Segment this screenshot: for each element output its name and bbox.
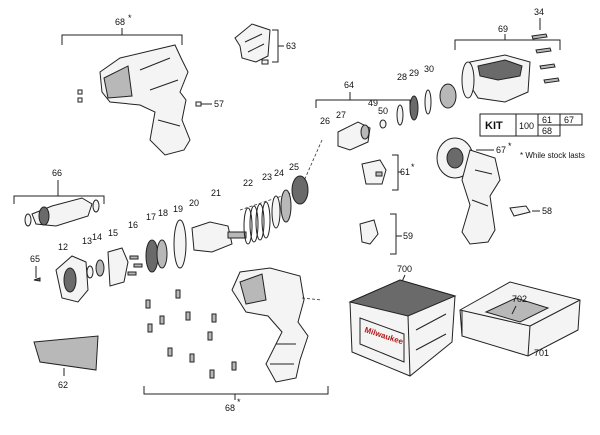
bracket-64: 64 <box>315 80 411 108</box>
bracket-69: 69 <box>454 24 561 50</box>
kit-cell-68: 68 <box>542 126 552 136</box>
bearings-13-14-15[interactable] <box>86 247 129 287</box>
washer-19[interactable] <box>173 219 187 269</box>
label-17: 17 <box>146 212 156 222</box>
label-34: 34 <box>534 7 544 17</box>
label-28: 28 <box>397 72 407 82</box>
hammer-20-21[interactable] <box>191 221 247 253</box>
label-27: 27 <box>336 110 346 120</box>
bracket-66: 66 <box>13 168 105 204</box>
spring-22[interactable] <box>243 201 271 245</box>
label-25: 25 <box>289 162 299 172</box>
case-insert-702: 702 <box>511 294 527 315</box>
asterisk-68-bottom: * <box>237 397 241 407</box>
label-24: 24 <box>274 168 284 178</box>
motor-housing-12[interactable] <box>55 255 89 303</box>
label-69: 69 <box>498 24 508 34</box>
belt-clip-63[interactable]: 63 <box>234 23 296 65</box>
kit-table: KIT 100 61 67 68 * While stock lasts <box>479 113 585 160</box>
label-50: 50 <box>378 106 388 116</box>
label-61: 61 <box>400 167 410 177</box>
kit-title: KIT <box>485 120 503 132</box>
part-65[interactable]: 65 <box>30 254 41 282</box>
washers-23-24-25[interactable] <box>271 175 309 229</box>
gears-17-18[interactable] <box>145 239 168 273</box>
label-702: 702 <box>512 294 527 304</box>
part-58[interactable]: 58 <box>509 205 552 217</box>
label-63: 63 <box>286 41 296 51</box>
spindle-66[interactable] <box>24 197 100 227</box>
label-64: 64 <box>344 80 354 90</box>
label-13: 13 <box>82 236 92 246</box>
label-15: 15 <box>108 228 118 238</box>
kit-main: 100 <box>519 121 534 131</box>
rings-28-29-30[interactable] <box>396 83 457 126</box>
screws-34[interactable]: 34 <box>531 7 560 84</box>
label-57-group: 57 <box>195 99 224 109</box>
kit-cell-61: 61 <box>542 115 552 125</box>
housing-half-right[interactable] <box>231 267 323 383</box>
screw-small <box>77 89 83 95</box>
screws-bottom <box>145 289 237 379</box>
label-49: 49 <box>368 98 378 108</box>
label-58: 58 <box>542 206 552 216</box>
label-21: 21 <box>211 188 221 198</box>
label-30: 30 <box>424 64 434 74</box>
gearcase-67[interactable]: 67 * <box>436 137 512 245</box>
part-59[interactable]: 59 <box>359 213 413 255</box>
screw-small <box>77 97 83 103</box>
label-65: 65 <box>30 254 40 264</box>
carry-case-700[interactable]: 700 Milwaukee <box>348 264 457 377</box>
label-29: 29 <box>409 68 419 78</box>
label-66: 66 <box>52 168 62 178</box>
label-57: 57 <box>214 99 224 109</box>
asterisk-61: * <box>411 162 415 172</box>
case-insert-701[interactable]: 701 <box>459 281 581 358</box>
anvil-26-27[interactable] <box>337 119 387 151</box>
label-68-top: 68 <box>115 17 125 27</box>
housing-half-left[interactable] <box>77 44 191 156</box>
kit-cell-67: 67 <box>564 115 574 125</box>
switch-61[interactable]: 61 * <box>361 154 415 191</box>
label-26: 26 <box>320 116 330 126</box>
label-12: 12 <box>58 242 68 252</box>
part-labels-mid: 12 13 14 15 16 17 18 19 20 21 22 23 24 2… <box>58 162 299 252</box>
label-14: 14 <box>92 232 102 242</box>
asterisk-68-top: * <box>128 13 132 23</box>
label-16: 16 <box>128 220 138 230</box>
nameplate-62[interactable]: 62 <box>33 335 99 390</box>
label-59: 59 <box>403 231 413 241</box>
label-22: 22 <box>243 178 253 188</box>
bracket-68-bottom: 68 * <box>143 386 329 413</box>
asterisk-67: * <box>508 141 512 151</box>
label-68-bottom: 68 <box>225 403 235 413</box>
label-20: 20 <box>189 198 199 208</box>
stock-note: * While stock lasts <box>520 151 585 160</box>
part-labels-upper: 26 27 49 50 28 29 30 <box>320 64 434 126</box>
label-701: 701 <box>534 348 549 358</box>
label-18: 18 <box>158 208 168 218</box>
pins-16[interactable] <box>127 255 143 276</box>
label-19: 19 <box>173 204 183 214</box>
label-67: 67 <box>496 145 506 155</box>
label-62: 62 <box>58 380 68 390</box>
bracket-68-top: 68 * <box>61 13 183 45</box>
gear-cover-69[interactable] <box>461 54 531 103</box>
label-700: 700 <box>397 264 412 274</box>
label-23: 23 <box>262 172 272 182</box>
